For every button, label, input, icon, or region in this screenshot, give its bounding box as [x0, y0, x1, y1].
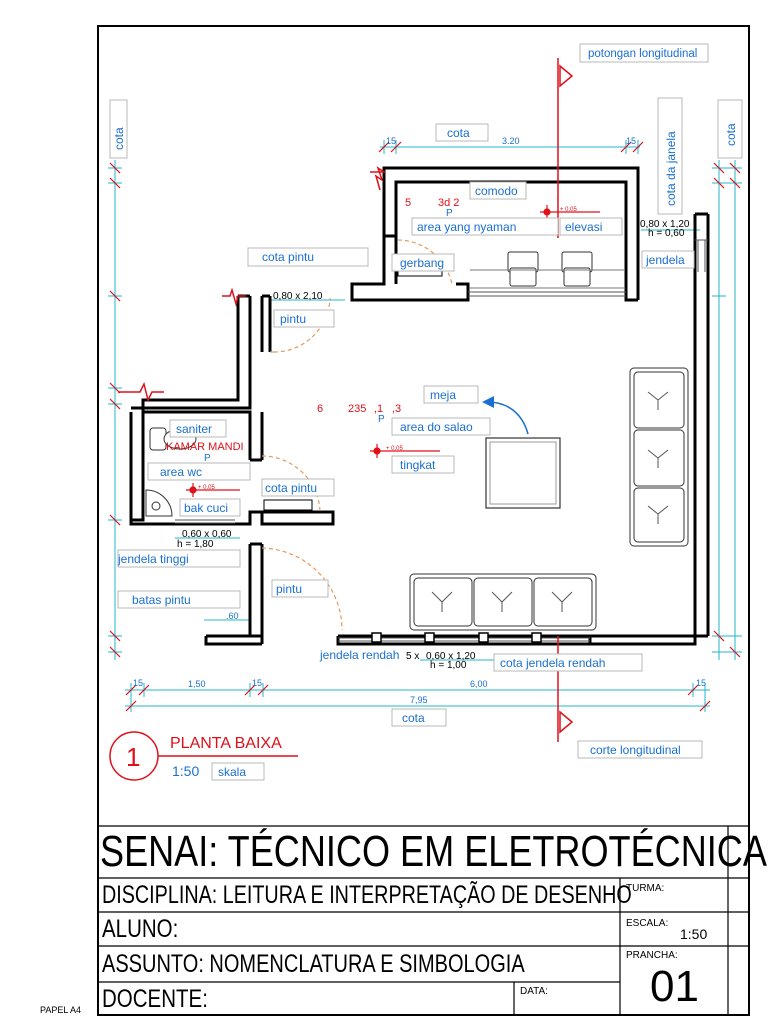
label-jendela: jendela: [645, 253, 685, 267]
label-cota-pintu-wc: cota pintu: [265, 481, 317, 495]
dim-window-top-right-h: h = 0,60: [648, 228, 685, 239]
dim-15-a: 15: [386, 136, 396, 146]
annotation-1: ,1: [374, 403, 383, 415]
label-jendela-rendah: jendela rendah: [319, 648, 399, 662]
title-escala-label: ESCALA:: [626, 918, 669, 929]
level-text-3: + 0.05: [198, 485, 216, 491]
dimension-texts: 15 3.20 15 0,80 x 1,20 h = 0,60 0,80 x 2…: [133, 136, 706, 705]
drawing-title: 1 PLANTA BAIXA 1:50: [109, 731, 298, 781]
dim-bottom-150: 1,50: [188, 679, 206, 689]
label-meja: meja: [430, 388, 456, 402]
section-line: [118, 58, 574, 742]
label-jendela-tinggi: jendela tinggi: [117, 552, 189, 566]
blue-labels: potongan longitudinal cota comodo area y…: [112, 48, 738, 779]
annotation-3: ,3: [392, 403, 401, 415]
cushion-marks: [431, 391, 669, 612]
dim-low-window-h: h = 1,00: [430, 660, 467, 671]
door-swings: [261, 239, 453, 631]
annotation-3d2: 3d 2: [438, 197, 459, 209]
dimension-ticks: [109, 141, 741, 712]
dim-low-window: 0,60 x 1,20: [426, 651, 476, 662]
p-markers: P P P: [204, 208, 453, 464]
sheet-frame: [97, 25, 750, 1016]
dim-bottom-795: 7,95: [410, 695, 428, 705]
dim-bottom-15-3: 15: [696, 678, 706, 688]
label-area-nyaman: area yang nyaman: [417, 220, 516, 234]
title-disciplina: DISCIPLINA: LEITURA E INTERPRETAÇÃO DE D…: [102, 881, 632, 909]
label-saniter: saniter: [176, 422, 212, 436]
title-assunto: ASSUNTO: NOMENCLATURA E SIMBOLOGIA: [102, 950, 525, 978]
label-area-wc: area wc: [160, 465, 202, 479]
label-pintu-bottom: pintu: [276, 582, 302, 596]
label-cota-left: cota: [112, 127, 126, 150]
label-area-salao: area do salao: [400, 420, 473, 434]
annotation-235: 235: [348, 403, 366, 415]
title-turma-label: TURMA:: [626, 883, 665, 894]
label-cota-pintu-top: cota pintu: [262, 250, 314, 264]
label-skala: skala: [218, 765, 246, 779]
dim-15-b: 15: [626, 136, 636, 146]
dim-bottom-15-1: 15: [133, 678, 143, 688]
dim-bottom-600: 6,00: [470, 679, 488, 689]
label-potongan-longitudinal: potongan longitudinal: [588, 48, 697, 60]
label-comodo: comodo: [475, 184, 518, 198]
label-cota-jendela-rendah: cota jendela rendah: [500, 656, 605, 670]
level-markers: [186, 205, 600, 497]
level-text-2: + 0.05: [386, 446, 404, 452]
level-text-1: + 0.05: [560, 207, 578, 213]
p-marker-1: P: [446, 208, 453, 219]
title-data-label: DATA:: [520, 986, 548, 997]
label-gerbang: gerbang: [400, 256, 444, 270]
red-annotations: 5 3d 2 6 235 ,1 ,3 KAMAR MANDI + 0.05 + …: [166, 197, 578, 491]
p-marker-2: P: [378, 414, 385, 425]
p-marker-3: P: [204, 453, 211, 464]
title-prancha-label: PRANCHA:: [626, 950, 678, 961]
label-corte-longitudinal: corte longitudinal: [590, 743, 681, 757]
dim-window-top-right: 0,80 x 1,20: [640, 219, 690, 230]
title-block-grid: [98, 825, 749, 1015]
label-cota-bottom: cota: [402, 711, 425, 725]
title-aluno: ALUNO:: [102, 915, 179, 943]
drawing-number: 1: [126, 742, 140, 772]
dim-bottom-15-2: 15: [252, 678, 262, 688]
title-docente: DOCENTE:: [102, 985, 208, 1013]
label-pintu-top: pintu: [280, 312, 306, 326]
drawing-title-text: PLANTA BAIXA: [170, 735, 282, 752]
dim-wc-window: 0,60 x 0,60: [182, 529, 232, 540]
title-escala-value: 1:50: [680, 926, 708, 942]
walls: [129, 166, 710, 646]
label-tingkat: tingkat: [400, 458, 436, 472]
title-school: SENAI: TÉCNICO EM ELETROTÉCNICA: [100, 827, 767, 876]
dim-320: 3.20: [502, 136, 520, 146]
furniture: [145, 251, 689, 631]
label-cota-top: cota: [447, 126, 470, 140]
dim-low-window-prefix: 5 x: [406, 651, 419, 662]
label-boxes: [109, 43, 743, 781]
label-batas-pintu: batas pintu: [132, 593, 191, 607]
dim-60: .60: [226, 611, 239, 621]
label-cota-right: cota: [724, 123, 738, 146]
annotation-6: 6: [317, 403, 323, 415]
dimension-lines: [108, 140, 742, 712]
label-cota-janela: cota da janela: [664, 131, 678, 206]
title-prancha-value: 01: [650, 962, 699, 1011]
dim-wc-window-h: h = 1,80: [177, 539, 214, 550]
curved-arrow-icon: [482, 396, 529, 435]
drawing-scale: 1:50: [172, 763, 199, 779]
room-name-kamar-mandi: KAMAR MANDI: [166, 441, 244, 453]
paper-size-label: PAPEL A4: [40, 1005, 82, 1015]
annotation-5: 5: [405, 197, 411, 209]
label-bak-cuci: bak cuci: [184, 501, 228, 515]
window-mullions: [371, 632, 542, 643]
label-elevasi: elevasi: [565, 220, 602, 234]
dim-door-top: 0,80 x 2,10: [273, 291, 323, 302]
